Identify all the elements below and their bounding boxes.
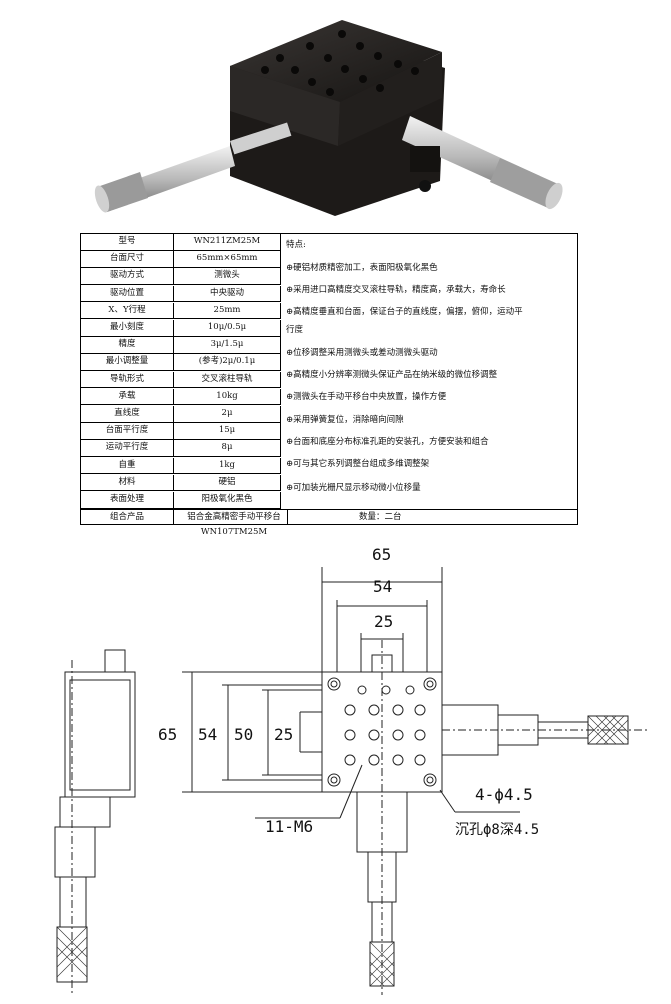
- spec-label: 型号: [81, 234, 174, 250]
- spec-value: 10μ/0.5μ: [174, 320, 281, 336]
- combo-label: 组合产品: [81, 510, 174, 525]
- feature-item: ⊕可加装光栅尺显示移动微小位移量: [286, 483, 421, 493]
- spec-label: 台面平行度: [81, 423, 174, 439]
- spec-label: 导轨形式: [81, 371, 174, 388]
- feature-item: ⊕采用进口高精度交叉滚柱导轨，精度高，承载大，寿命长: [286, 285, 506, 295]
- product-photo: [94, 20, 563, 216]
- note-m6: 11-M6: [265, 817, 313, 836]
- combo-value: 铝合金高精密手动平移台WN107TM25M: [181, 510, 288, 537]
- spec-value: 3μ/1.5μ: [174, 337, 281, 353]
- spec-value: 10kg: [174, 388, 281, 405]
- spec-value: WN211ZM25M: [174, 234, 281, 250]
- spec-value: 15μ: [174, 423, 281, 439]
- spec-row: 材料硬铝: [81, 474, 281, 492]
- feature-item: ⊕高精度垂直和台面，保证台子的直线度，偏摆，俯仰，运动平: [286, 307, 523, 317]
- dim-65-top: 65: [372, 545, 391, 564]
- spec-value: 2μ: [174, 406, 281, 422]
- feature-item: 行度: [286, 325, 304, 335]
- spec-value: 阳极氧化黑色: [174, 492, 281, 508]
- feature-item: ⊕采用弹簧复位，消除暗向间隙: [286, 415, 404, 425]
- spec-value: 测微头: [174, 268, 281, 284]
- dim-65-left: 65: [158, 725, 177, 744]
- dim-25-top: 25: [374, 612, 393, 631]
- feature-item: ⊕位移调整采用测微头或差动测微头驱动: [286, 348, 438, 358]
- combo-row: 组合产品 铝合金高精密手动平移台WN107TM25M 数量：二台: [81, 509, 577, 537]
- spec-value: 1kg: [174, 457, 281, 474]
- dim-54-left: 54: [198, 725, 217, 744]
- spec-label: 驱动位置: [81, 285, 174, 302]
- spec-label: 最小刻度: [81, 320, 174, 336]
- spec-label: 直线度: [81, 406, 174, 422]
- spec-value: 中央驱动: [174, 285, 281, 302]
- spec-value: 25mm: [174, 302, 281, 319]
- spec-label: 最小调整量: [81, 354, 174, 370]
- spec-value: (参考)2μ/0.1μ: [174, 354, 281, 370]
- feature-item: ⊕可与其它系列调整台组成多维调整架: [286, 459, 430, 469]
- spec-label: 运动平行度: [81, 440, 174, 456]
- spec-value: 硬铝: [174, 474, 281, 491]
- spec-label: 驱动方式: [81, 268, 174, 284]
- spec-row: 最小调整量(参考)2μ/0.1μ: [81, 354, 281, 371]
- spec-row: 导轨形式交叉滚柱导轨: [81, 371, 281, 389]
- combo-qty: 数量：二台: [359, 512, 402, 522]
- note-holes: 4-ϕ4.5: [475, 785, 533, 804]
- spec-value: 8μ: [174, 440, 281, 456]
- micrometer-right-icon: [402, 116, 563, 210]
- spec-row: 表面处理阳极氧化黑色: [81, 492, 281, 509]
- feature-item: ⊕硬铝材质精密加工，表面阳极氧化黑色: [286, 263, 438, 273]
- feature-item: ⊕台面和底座分布标准孔距的安装孔，方便安装和组合: [286, 437, 489, 447]
- features-title: 特点:: [286, 240, 306, 250]
- spec-label: 材料: [81, 474, 174, 491]
- dim-25-left: 25: [274, 725, 293, 744]
- spec-label: 表面处理: [81, 492, 174, 508]
- spec-value: 65mm×65mm: [174, 251, 281, 267]
- feature-item: ⊕高精度小分辨率测微头保证产品在纳米级的微位移调整: [286, 370, 498, 380]
- note-counterbore: 沉孔ϕ8深4.5: [455, 822, 539, 838]
- dim-54-top: 54: [373, 577, 392, 596]
- feature-item: ⊕测微头在手动平移台中央放置，操作方便: [286, 392, 447, 402]
- spec-label: 精度: [81, 337, 174, 353]
- micrometer-left-icon: [94, 122, 292, 213]
- spec-label: 自重: [81, 457, 174, 474]
- technical-drawing: 65 54 25 65 54 50 25 11-M6 4-ϕ4.5 沉孔ϕ8深4…: [54, 545, 650, 995]
- spec-value: 交叉滚柱导轨: [174, 371, 281, 388]
- features-panel: 特点: ⊕硬铝材质精密加工，表面阳极氧化黑色 ⊕采用进口高精度交叉滚柱导轨，精度高…: [281, 234, 578, 509]
- spec-label: 台面尺寸: [81, 251, 174, 267]
- spec-label: 承载: [81, 388, 174, 405]
- spec-label: X、Y行程: [81, 302, 174, 319]
- mount-holes: [327, 677, 437, 787]
- dim-50-left: 50: [234, 725, 253, 744]
- spec-row: 驱动位置中央驱动: [81, 285, 281, 303]
- spec-row: 驱动方式测微头: [81, 268, 281, 285]
